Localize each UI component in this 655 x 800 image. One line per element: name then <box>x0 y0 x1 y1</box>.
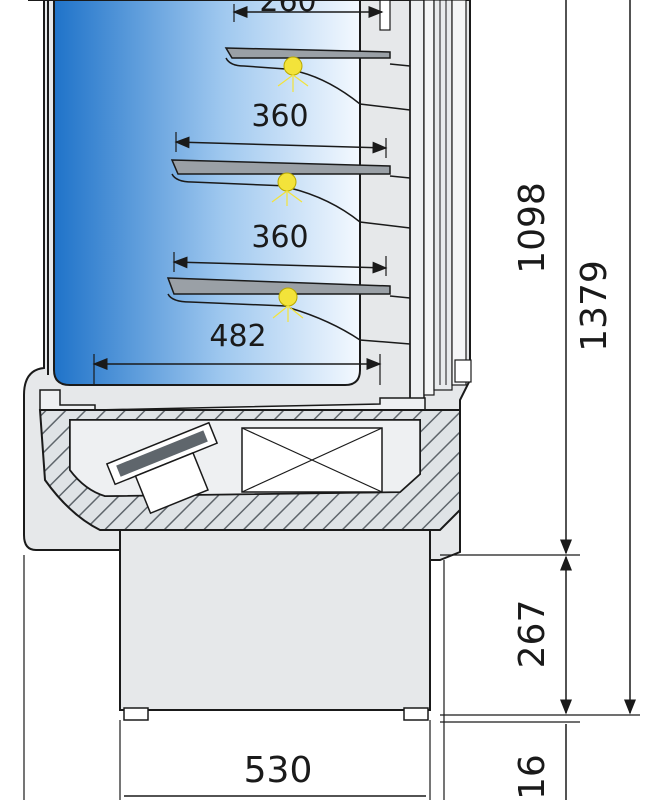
dim-label-base-depth: 482 <box>209 319 266 354</box>
shelf-1 <box>224 47 411 111</box>
dim-label-shelf-2: 360 <box>251 99 308 134</box>
dim-label-shelf-3: 360 <box>251 220 308 255</box>
dim-label-height-stand: 267 <box>512 600 553 669</box>
evaporator <box>241 427 383 493</box>
dim-label-height-total: 1379 <box>574 260 615 352</box>
stand <box>119 529 431 721</box>
light-2 <box>271 172 303 206</box>
dim-label-foot-height: 16 <box>512 754 553 800</box>
dim-label-height-interior: 1098 <box>512 182 553 274</box>
fan-unit <box>105 421 219 515</box>
dim-lines-horizontal <box>92 4 431 800</box>
light-1 <box>277 56 309 92</box>
shelf-2 <box>170 159 411 229</box>
shelf-3 <box>166 277 411 345</box>
dim-lines-vertical <box>23 0 640 800</box>
dim-label-stand-width: 530 <box>244 750 313 791</box>
light-3 <box>272 287 304 322</box>
dim-label-shelf-top: 260 <box>259 0 316 19</box>
